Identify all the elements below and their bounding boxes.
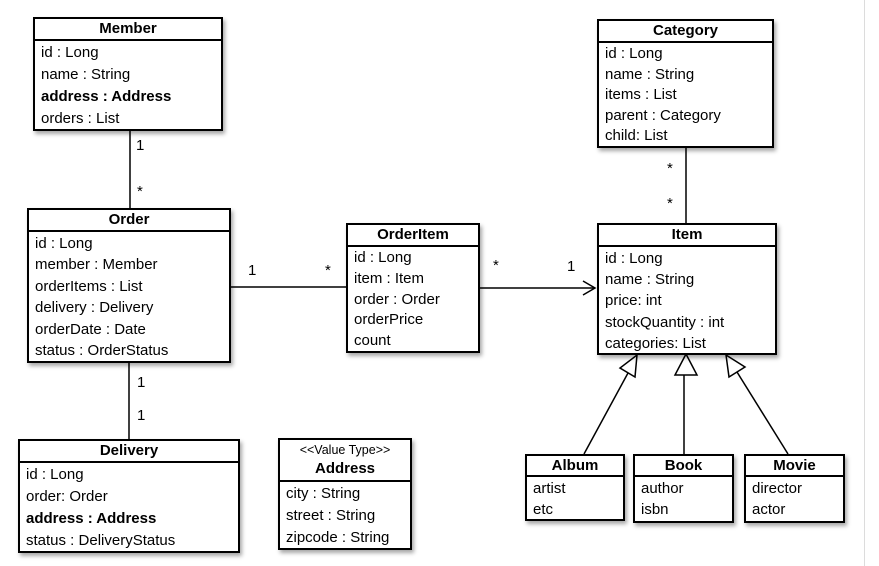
class-box-movie: Movie director actor [744,454,845,523]
class-header-address: <<Value Type>> Address [280,440,410,482]
generalization-triangle-icon [673,352,699,376]
class-title-order: Order [29,210,229,232]
open-arrowhead-icon [582,280,597,296]
attribute: child: List [605,127,668,145]
class-box-category: Category id : Long name : String items :… [597,19,774,148]
attribute: street : String [286,507,376,524]
attribute: item : Item [354,269,425,287]
class-title-orderitem: OrderItem [348,225,478,247]
attribute: order : Order [354,290,440,308]
attribute: name : String [605,271,695,289]
attribute-list: id : Long name : String address : Addres… [35,41,221,130]
attribute: status : OrderStatus [35,342,169,360]
attribute: id : Long [605,45,663,62]
attribute: author [641,480,684,497]
class-title-member: Member [35,19,221,41]
attribute: orders : List [41,110,120,127]
attribute: etc [533,501,554,518]
generalization-triangle-icon [725,353,747,379]
class-box-book: Book author isbn [633,454,734,523]
class-box-item: Item id : Long name : String price: int … [597,223,777,355]
attribute: director [752,480,803,497]
attribute-list: city : String street : String zipcode : … [280,482,410,549]
attribute: orderPrice [354,311,424,329]
multiplicity-member-order-from: 1 [136,137,145,154]
multiplicity-order-delivery-from: 1 [137,374,146,391]
class-title-album: Album [527,456,623,477]
multiplicity-order-orderitem-from: 1 [248,262,257,279]
attribute: order: Order [26,488,108,505]
attribute-list: director actor [746,477,843,520]
attribute-list: artist etc [527,477,623,520]
class-title-item: Item [599,225,775,247]
attribute: delivery : Delivery [35,299,154,317]
attribute: id : Long [41,44,99,61]
class-title-movie: Movie [746,456,843,477]
attribute: stockQuantity : int [605,313,725,331]
attribute: orderDate : Date [35,320,146,338]
class-box-order: Order id : Long member : Member orderIte… [27,208,231,363]
class-box-delivery: Delivery id : Long order: Order address … [18,439,240,553]
attribute: categories: List [605,334,706,352]
generalization-album-item [583,372,629,455]
stereotype-label: <<Value Type>> [299,443,391,457]
class-box-address: <<Value Type>> Address city : String str… [278,438,412,550]
attribute-list: author isbn [635,477,732,520]
attribute-list: id : Long member : Member orderItems : L… [29,232,229,361]
attribute: member : Member [35,256,158,274]
class-box-orderitem: OrderItem id : Long item : Item order : … [346,223,480,353]
attribute: address : Address [26,510,157,527]
attribute: address : Address [41,88,172,105]
generalization-triangle-icon [618,353,638,379]
attribute: status : DeliveryStatus [26,532,176,549]
page-edge-divider [864,0,865,566]
attribute: artist [533,480,566,497]
attribute-list: id : Long order: Order address : Address… [20,463,238,552]
attribute: id : Long [35,235,93,252]
attribute: city : String [286,485,361,502]
attribute: id : Long [26,466,84,483]
class-box-album: Album artist etc [525,454,625,521]
multiplicity-orderitem-item-from: * [493,257,499,274]
class-title-delivery: Delivery [20,441,238,463]
attribute: price: int [605,292,662,310]
attribute-list: id : Long name : String items : List par… [599,43,772,147]
multiplicity-category-item-to: * [667,195,673,212]
multiplicity-orderitem-item-to: 1 [567,258,576,275]
attribute: name : String [605,65,695,83]
multiplicity-member-order-to: * [137,183,143,200]
multiplicity-order-orderitem-to: * [325,262,331,279]
generalization-movie-item [736,371,789,455]
class-title-address: Address [314,460,376,477]
attribute-list: id : Long item : Item order : Order orde… [348,247,478,352]
attribute: zipcode : String [286,529,390,546]
attribute: name : String [41,66,131,83]
multiplicity-category-item-from: * [667,160,673,177]
multiplicity-order-delivery-to: 1 [137,407,146,424]
attribute: parent : Category [605,106,721,124]
class-title-category: Category [599,21,772,43]
attribute: items : List [605,86,677,104]
attribute: id : Long [605,250,663,267]
attribute: actor [752,501,786,518]
attribute-list: id : Long name : String price: int stock… [599,247,775,354]
attribute: id : Long [354,249,412,266]
class-box-member: Member id : Long name : String address :… [33,17,223,131]
attribute: count [354,332,391,350]
attribute: isbn [641,501,669,518]
class-title-book: Book [635,456,732,477]
attribute: orderItems : List [35,277,143,295]
